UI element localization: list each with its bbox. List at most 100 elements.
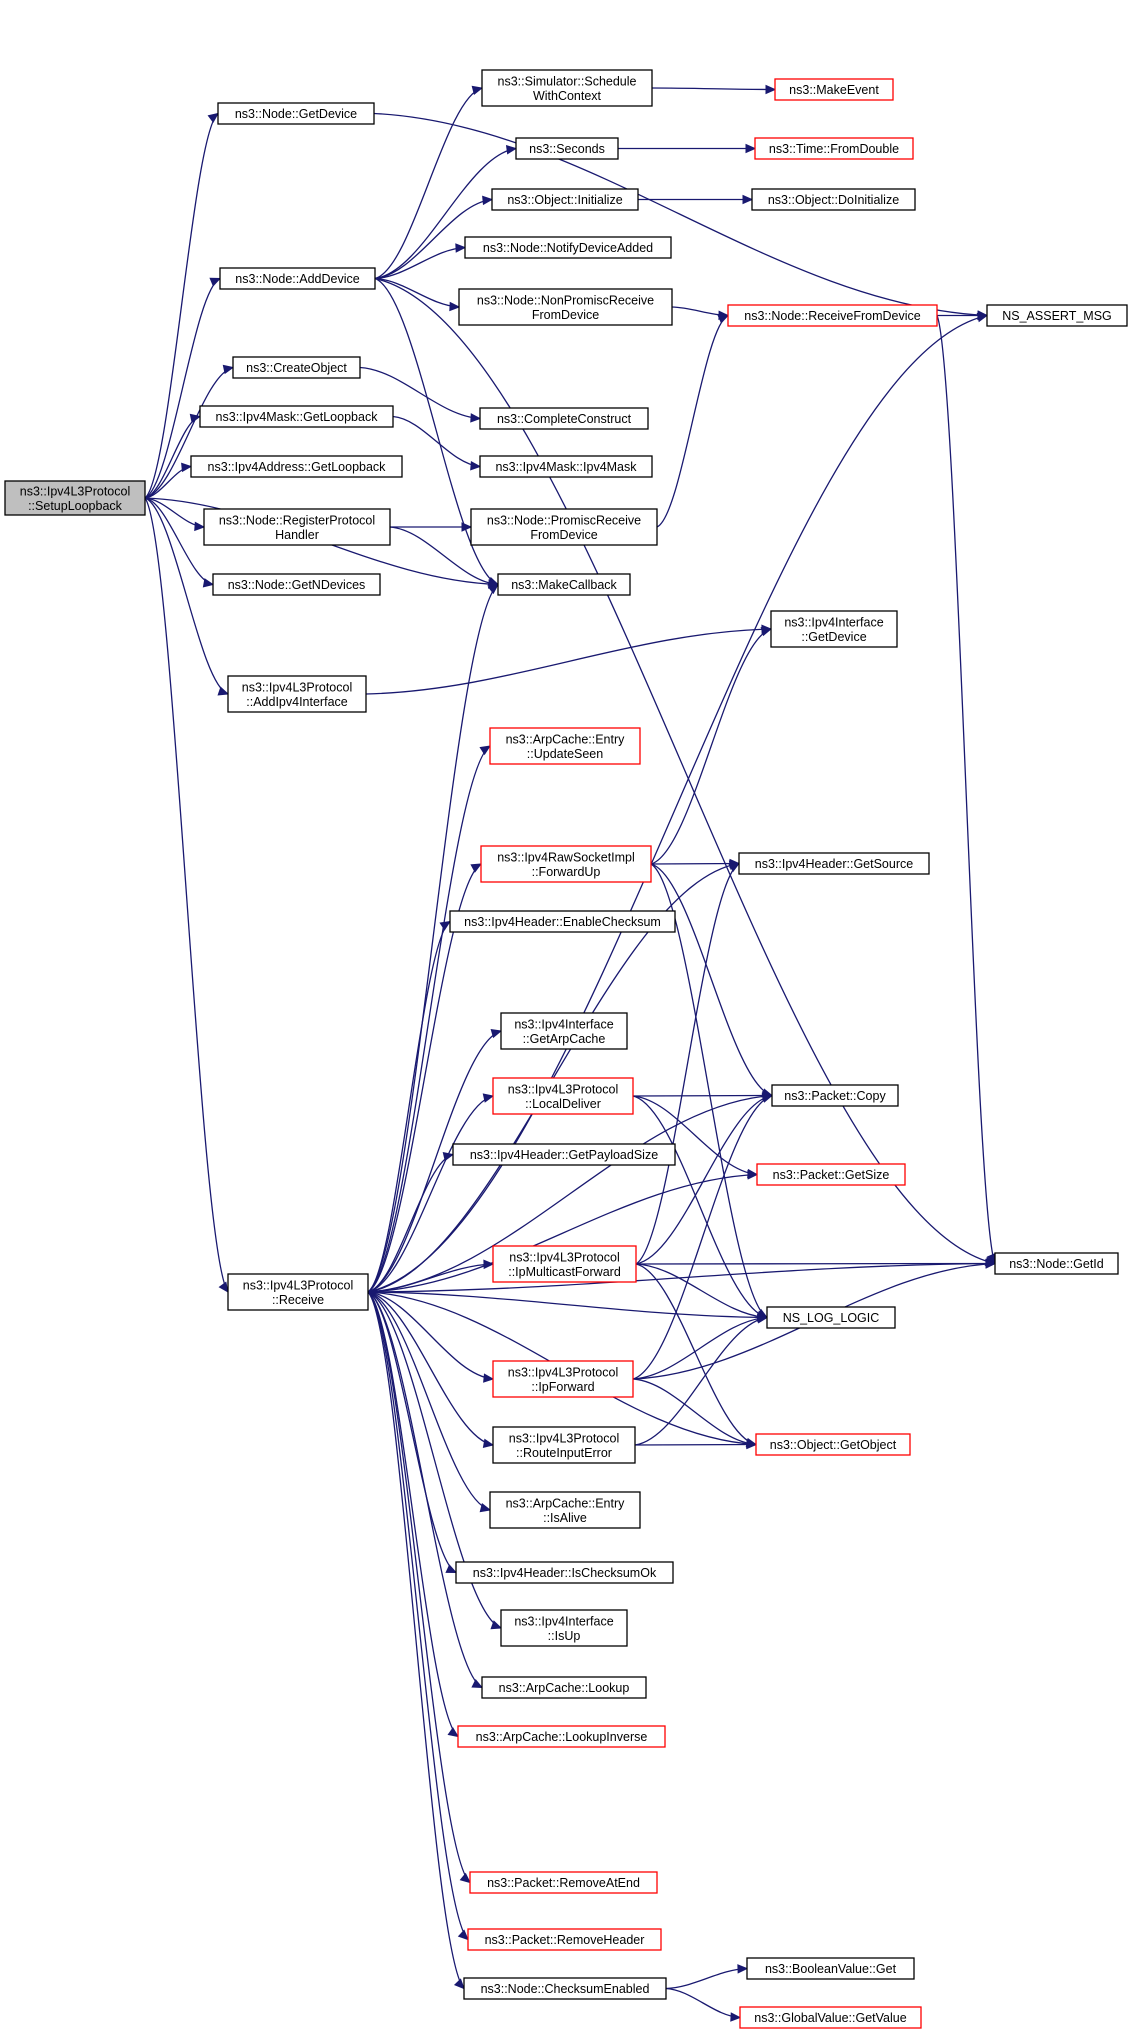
edge-root-to-create-object <box>144 364 235 499</box>
node-route-input-error[interactable]: ns3::Ipv4L3Protocol::RouteInputError <box>492 1426 636 1464</box>
node-box <box>500 1609 628 1647</box>
node-label: ::GetArpCache <box>523 1032 606 1046</box>
edge-receive-to-checksum-enabled <box>367 1291 465 1990</box>
edge-root-to-receive <box>144 497 229 1293</box>
node-obj-initialize[interactable]: ns3::Object::Initialize <box>491 188 639 211</box>
node-label: ns3::BooleanValue::Get <box>765 1962 897 1976</box>
node-enable-checksum[interactable]: ns3::Ipv4Header::EnableChecksum <box>449 910 676 933</box>
node-checksum-enabled[interactable]: ns3::Node::ChecksumEnabled <box>463 1977 667 2000</box>
node-label: ::IpMulticastForward <box>508 1265 621 1279</box>
node-get-arp-cache[interactable]: ns3::Ipv4Interface::GetArpCache <box>500 1012 628 1050</box>
node-make-callback[interactable]: ns3::MakeCallback <box>497 573 631 596</box>
node-box <box>479 407 649 430</box>
node-get-device[interactable]: ns3::Node::GetDevice <box>217 102 375 125</box>
node-box <box>492 1077 634 1115</box>
node-label: ::GetDevice <box>801 630 866 644</box>
node-label: ns3::ArpCache::LookupInverse <box>476 1730 648 1744</box>
node-get-payload-size[interactable]: ns3::Ipv4Header::GetPayloadSize <box>452 1143 676 1166</box>
node-addr-get-loopback[interactable]: ns3::Ipv4Address::GetLoopback <box>190 455 403 478</box>
node-add-ipv4-interface[interactable]: ns3::Ipv4L3Protocol::AddIpv4Interface <box>227 675 367 713</box>
node-receive[interactable]: ns3::Ipv4L3Protocol::Receive <box>227 1273 369 1311</box>
node-ip-forward[interactable]: ns3::Ipv4L3Protocol::IpForward <box>492 1360 634 1398</box>
edge-forward-up-to-iface-get-device <box>650 626 773 865</box>
edge-receive-to-route-input-error <box>367 1291 495 1449</box>
node-label: ::AddIpv4Interface <box>246 695 348 709</box>
node-forward-up[interactable]: ns3::Ipv4RawSocketImpl::ForwardUp <box>480 845 652 883</box>
node-box <box>199 405 394 428</box>
node-receive-from-device[interactable]: ns3::Node::ReceiveFromDevice <box>727 304 938 327</box>
node-box <box>489 727 641 765</box>
node-label: ns3::Ipv4L3Protocol <box>508 1365 619 1379</box>
node-label: ns3::Ipv4Interface <box>514 1017 613 1031</box>
edge-route-input-error-to-log-logic <box>634 1314 769 1446</box>
node-is-up[interactable]: ns3::Ipv4Interface::IsUp <box>500 1609 628 1647</box>
node-ipv4-mask-ctor[interactable]: ns3::Ipv4Mask::Ipv4Mask <box>479 455 653 478</box>
node-box <box>480 845 652 883</box>
node-packet-copy[interactable]: ns3::Packet::Copy <box>771 1084 899 1107</box>
edge-receive-to-get-arp-cache <box>367 1028 503 1293</box>
node-do-initialize[interactable]: ns3::Object::DoInitialize <box>751 188 916 211</box>
edge-receive-to-assert-msg <box>367 312 989 1293</box>
edge-add-device-to-obj-initialize <box>374 195 494 280</box>
node-arp-lookup[interactable]: ns3::ArpCache::Lookup <box>481 1676 647 1699</box>
node-label: ns3::MakeEvent <box>789 83 879 97</box>
node-box <box>203 508 391 546</box>
node-mask-get-loopback[interactable]: ns3::Ipv4Mask::GetLoopback <box>199 405 394 428</box>
node-box <box>227 1273 369 1311</box>
node-box <box>469 1871 658 1894</box>
edge-add-device-to-seconds <box>374 145 518 280</box>
node-create-object[interactable]: ns3::CreateObject <box>232 356 361 379</box>
node-lookup-inverse[interactable]: ns3::ArpCache::LookupInverse <box>457 1725 666 1748</box>
node-seconds[interactable]: ns3::Seconds <box>515 137 619 160</box>
edge-receive-to-ip-multicast-forward <box>367 1259 495 1293</box>
node-packet-get-size[interactable]: ns3::Packet::GetSize <box>756 1163 906 1186</box>
node-from-double[interactable]: ns3::Time::FromDouble <box>754 137 914 160</box>
node-label: ns3::Node::RegisterProtocol <box>219 513 375 527</box>
edge-add-device-to-notify-device-added <box>374 243 467 280</box>
edge-checksum-enabled-to-global-get-value <box>665 1987 742 2022</box>
node-box <box>986 304 1128 327</box>
node-box <box>219 267 376 290</box>
node-add-device[interactable]: ns3::Node::AddDevice <box>219 267 376 290</box>
node-iface-get-device[interactable]: ns3::Ipv4Interface::GetDevice <box>770 610 898 648</box>
node-log-logic[interactable]: NS_LOG_LOGIC <box>766 1306 896 1329</box>
node-label: ns3::Packet::RemoveAtEnd <box>487 1876 640 1890</box>
node-label: ns3::ArpCache::Entry <box>506 1496 626 1510</box>
node-boolean-get[interactable]: ns3::BooleanValue::Get <box>746 1957 915 1980</box>
node-local-deliver[interactable]: ns3::Ipv4L3Protocol::LocalDeliver <box>492 1077 634 1115</box>
edge-checksum-enabled-to-boolean-get <box>665 1964 749 1990</box>
node-label: ::LocalDeliver <box>525 1097 601 1111</box>
node-notify-device-added[interactable]: ns3::Node::NotifyDeviceAdded <box>464 236 672 259</box>
edge-root-to-add-device <box>144 277 222 499</box>
node-label: ns3::ArpCache::Lookup <box>499 1681 630 1695</box>
node-is-checksum-ok[interactable]: ns3::Ipv4Header::IsChecksumOk <box>455 1561 674 1584</box>
node-node-get-id[interactable]: ns3::Node::GetId <box>994 1252 1119 1275</box>
node-root[interactable]: ns3::Ipv4L3Protocol::SetupLoopback <box>4 480 146 516</box>
node-remove-header[interactable]: ns3::Packet::RemoveHeader <box>467 1928 662 1951</box>
node-label: ::Receive <box>272 1293 324 1307</box>
node-label: ns3::Node::ChecksumEnabled <box>481 1982 650 1996</box>
node-box <box>492 1426 636 1464</box>
edge-ip-forward-to-log-logic <box>632 1313 769 1380</box>
node-label: FromDevice <box>532 308 599 322</box>
node-assert-msg[interactable]: NS_ASSERT_MSG <box>986 304 1128 327</box>
node-complete-construct[interactable]: ns3::CompleteConstruct <box>479 407 649 430</box>
node-label: ns3::Node::NonPromiscReceive <box>477 293 654 307</box>
node-remove-at-end[interactable]: ns3::Packet::RemoveAtEnd <box>469 1871 658 1894</box>
node-get-ndevices[interactable]: ns3::Node::GetNDevices <box>212 573 381 596</box>
node-global-get-value[interactable]: ns3::GlobalValue::GetValue <box>739 2006 922 2029</box>
node-get-object[interactable]: ns3::Object::GetObject <box>755 1433 911 1456</box>
node-label: ns3::Ipv4L3Protocol <box>243 1278 354 1292</box>
node-get-source[interactable]: ns3::Ipv4Header::GetSource <box>738 852 930 875</box>
node-update-seen[interactable]: ns3::ArpCache::Entry::UpdateSeen <box>489 727 641 765</box>
edge-root-to-mask-get-loopback <box>144 413 202 499</box>
node-box <box>467 1928 662 1951</box>
node-label: ns3::CompleteConstruct <box>497 412 632 426</box>
node-make-event[interactable]: ns3::MakeEvent <box>774 78 894 101</box>
node-ip-multicast-forward[interactable]: ns3::Ipv4L3Protocol::IpMulticastForward <box>492 1245 637 1283</box>
node-is-alive[interactable]: ns3::ArpCache::Entry::IsAlive <box>489 1491 641 1529</box>
